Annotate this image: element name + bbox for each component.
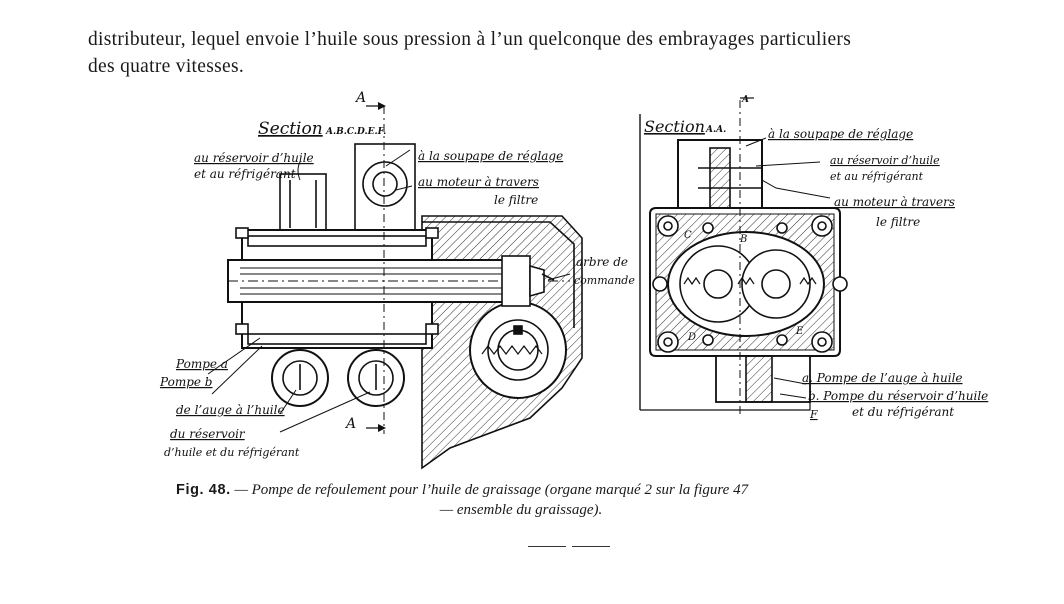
- left-label-arbre-1: arbre de: [576, 255, 628, 269]
- left-cut-marker-top: A: [354, 90, 366, 106]
- right-label-reservoir-1: au réservoir d’huile: [830, 154, 940, 167]
- left-label-auge-3: d’huile et du réfrigérant: [164, 446, 300, 459]
- right-letter-e: E: [795, 326, 804, 337]
- caption-line-2: — ensemble du graissage).: [439, 502, 603, 518]
- caption-line-1: Pompe de refoulement pour l’huile de gra…: [251, 482, 749, 498]
- left-label-moteur-1: au moteur à travers: [418, 175, 539, 189]
- right-label-moteur-1: au moteur à travers: [834, 195, 955, 209]
- right-letter-b: B: [739, 234, 747, 245]
- left-section-title: Section: [258, 119, 323, 139]
- technical-drawing: A Section A.B.C.D.E.F. au réservoir d’hu…: [150, 88, 990, 474]
- right-letter-d: D: [687, 332, 696, 343]
- right-legend-b1: b. Pompe du réservoir d’huile: [808, 389, 988, 403]
- right-legend-f: F: [809, 408, 818, 421]
- left-label-arbre-2: commande: [574, 274, 635, 287]
- caption-dash: —: [234, 482, 248, 498]
- left-label-pompe-b: Pompe b: [159, 375, 212, 389]
- left-section-view: [207, 102, 583, 470]
- left-label-reservoir-2: et au réfrigérant: [194, 167, 296, 181]
- body-text: distributeur, lequel envoie l’huile sous…: [88, 26, 1048, 80]
- figure-caption: Fig. 48. — Pompe de refoulement pour l’h…: [176, 480, 996, 520]
- left-label-reservoir-1: au réservoir d’huile: [194, 151, 314, 165]
- right-section-title: Section: [644, 117, 705, 136]
- right-section-code: A.A.: [705, 125, 726, 135]
- right-letter-c: C: [684, 230, 692, 241]
- left-cut-marker-bottom: A: [344, 416, 356, 432]
- body-text-line-1: distributeur, lequel envoie l’huile sous…: [88, 29, 852, 50]
- right-label-moteur-2: le filtre: [876, 215, 920, 229]
- left-section-code: A.B.C.D.E.F.: [325, 127, 386, 137]
- left-label-moteur-2: le filtre: [494, 193, 538, 207]
- right-legend-a: a. Pompe de l’auge à huile: [802, 371, 963, 385]
- right-cut-marker: A: [741, 95, 749, 105]
- right-label-reservoir-2: et au réfrigérant: [830, 170, 924, 183]
- left-label-pompe-a: Pompe a: [175, 357, 228, 371]
- figure-label: Fig. 48.: [176, 482, 231, 498]
- right-label-soupape: à la soupape de réglage: [768, 127, 913, 141]
- body-text-line-2: des quatre vitesses.: [88, 56, 245, 77]
- left-label-auge-1: de l’auge à l’huile: [176, 403, 285, 417]
- section-end-rule: [528, 545, 610, 548]
- right-section-view: [639, 97, 848, 418]
- right-legend-b2: et du réfrigérant: [852, 405, 954, 419]
- left-label-soupape: à la soupape de réglage: [418, 149, 563, 163]
- left-label-auge-2: du réservoir: [170, 427, 246, 441]
